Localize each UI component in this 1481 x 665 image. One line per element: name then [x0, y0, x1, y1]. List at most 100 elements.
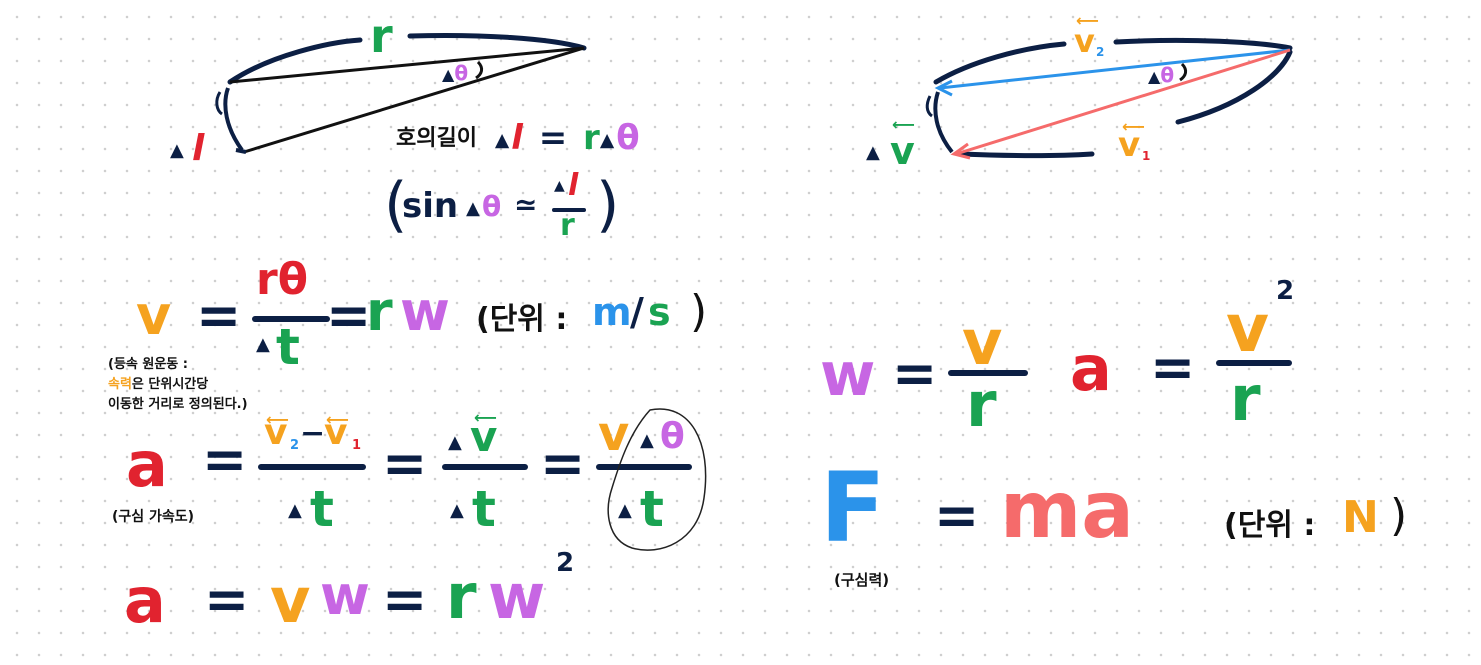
sin-fraction-bar	[552, 208, 586, 212]
vel-unit-open: (단위 :	[476, 302, 568, 337]
acc-a: a	[126, 428, 168, 501]
arc-theta: θ	[616, 118, 640, 158]
a-v2-r-equation: a = v 2 r	[1070, 276, 1330, 440]
arc-end-tick	[235, 148, 247, 154]
arc2-bottom	[957, 151, 1095, 158]
label-dl-tri: ▲	[170, 140, 184, 161]
avr-a: a	[1070, 332, 1112, 405]
angle2-mark	[1179, 62, 1188, 82]
label-dtheta: ▲θ	[442, 61, 468, 85]
arc-dl: l	[511, 118, 523, 158]
arc-top-right	[407, 33, 587, 51]
acc-frac2-bar	[442, 464, 528, 470]
sin-delta-icon: ▲	[466, 198, 480, 219]
angle-mark	[475, 60, 484, 80]
label-v2: v	[1074, 22, 1095, 60]
acc-eq3: =	[540, 432, 586, 495]
force-ma: ma	[1000, 466, 1134, 556]
acc-n1-sub2: 2	[290, 438, 300, 453]
note-line2: 속력은 단위시간당	[108, 375, 328, 395]
note-line1: (등속 원운동 :	[108, 357, 188, 372]
centripetal-force-label: (구심력)	[834, 571, 890, 589]
vel-r: r	[366, 280, 393, 343]
acc-d3-t: t	[640, 480, 664, 538]
sin-open-paren: (	[384, 170, 408, 240]
force-eq: =	[934, 484, 980, 547]
acc-n3-theta: θ	[660, 416, 685, 457]
vel-eq1: =	[196, 284, 242, 347]
force-unit-N: N	[1342, 492, 1379, 543]
vector-v1	[955, 48, 1291, 156]
sin-den-r: r	[560, 208, 575, 243]
acc-eq1: =	[202, 428, 248, 491]
force-F: F	[820, 452, 886, 564]
arc-tick-left	[215, 91, 223, 116]
note-line2-rest: 은 단위시간당	[131, 377, 209, 392]
velocity-equation: v = rθ ▲ t = r w (단위 : m / s )	[130, 254, 730, 388]
dv-tick-left	[925, 95, 933, 118]
omega-eq: =	[892, 342, 938, 405]
acc-d1-delta-icon: ▲	[288, 500, 302, 521]
arc-diagram: r ▲θ ▲ l	[170, 10, 587, 169]
avr-sup: 2	[1276, 276, 1295, 306]
avr-eq: =	[1150, 336, 1196, 399]
accel-vw-equation: a = v w = r w 2	[120, 548, 600, 656]
label-dv: v	[890, 129, 915, 173]
sin-approximation: ( sin ▲ θ ≃ ▲ l r )	[384, 168, 624, 250]
acc2-a: a	[124, 564, 166, 637]
label-dtheta2: ▲θ	[1148, 63, 1174, 87]
arc-delta-icon: ▲	[494, 130, 510, 152]
sin-close-paren: )	[596, 170, 620, 240]
omega-fraction-bar	[948, 370, 1028, 376]
vel-unit-close: )	[690, 286, 708, 337]
vel-num: rθ	[256, 254, 308, 305]
label-r: r	[370, 10, 393, 63]
label-v1: v	[1118, 125, 1140, 165]
acc-n1-v2: v	[264, 412, 288, 453]
highlight-circle	[607, 408, 707, 551]
acc-frac3-bar	[596, 464, 692, 470]
label-dv-tri: ▲	[866, 142, 880, 163]
vel-unit-s: s	[648, 290, 671, 334]
sin-num-l: l	[568, 168, 579, 203]
vel-unit-slash: /	[630, 290, 644, 334]
acc2-sup: 2	[556, 548, 575, 578]
omega-w: w	[820, 340, 876, 410]
sin-label: sin	[402, 186, 459, 226]
avr-num: v	[1226, 290, 1270, 367]
acc-d2-t: t	[472, 480, 496, 538]
uniform-motion-note: (등속 원운동 : 속력은 단위시간당 이동한 거리로 정의된다.)	[108, 355, 328, 415]
avr-den: r	[1230, 362, 1261, 435]
vector-v2	[939, 48, 1291, 90]
vel-den-t: t	[276, 318, 300, 376]
acc-n1-v1-arrow: ⟵	[326, 410, 349, 429]
acc2-r: r	[446, 560, 477, 633]
arc-equals: =	[538, 118, 568, 158]
arc-delta2-icon: ▲	[599, 130, 615, 152]
vel-unit-m: m	[592, 290, 632, 334]
vel-fraction-bar	[252, 316, 330, 322]
acc-n1-sub1: 1	[352, 438, 362, 453]
velocity-vector-diagram: v ⟵ 2 ▲θ v ⟵ 1 ▲ v ⟵	[866, 11, 1293, 173]
acc-eq2: =	[382, 432, 428, 495]
acc-frac1-bar	[258, 464, 366, 470]
acc-n2-arrow: ⟵	[474, 408, 497, 427]
label-dv-arrow: ⟵	[892, 115, 915, 134]
acc-n1-v1: v	[324, 412, 348, 453]
avr-fraction-bar	[1216, 360, 1292, 366]
omega-equation: w = v r	[820, 306, 1040, 441]
arc-length-equation: 호의길이 ▲l = r▲θ	[396, 118, 640, 161]
acc-d3-delta-icon: ▲	[618, 500, 632, 521]
vel-v: v	[136, 284, 172, 347]
vel-eq2: =	[326, 284, 372, 347]
force-unit-close: )	[1390, 490, 1408, 541]
force-equation: F = ma (단위 : N )	[820, 458, 1440, 572]
acc2-w2: w	[488, 560, 546, 633]
radius-line-2	[243, 46, 585, 154]
label-dl: l	[192, 128, 205, 169]
acc-d1-t: t	[310, 480, 334, 538]
sin-approx-sign: ≃	[514, 188, 538, 221]
arc-top	[227, 37, 363, 85]
arc2-right	[1175, 49, 1293, 125]
note-line3: 이동한 거리로 정의된다.)	[108, 397, 248, 412]
